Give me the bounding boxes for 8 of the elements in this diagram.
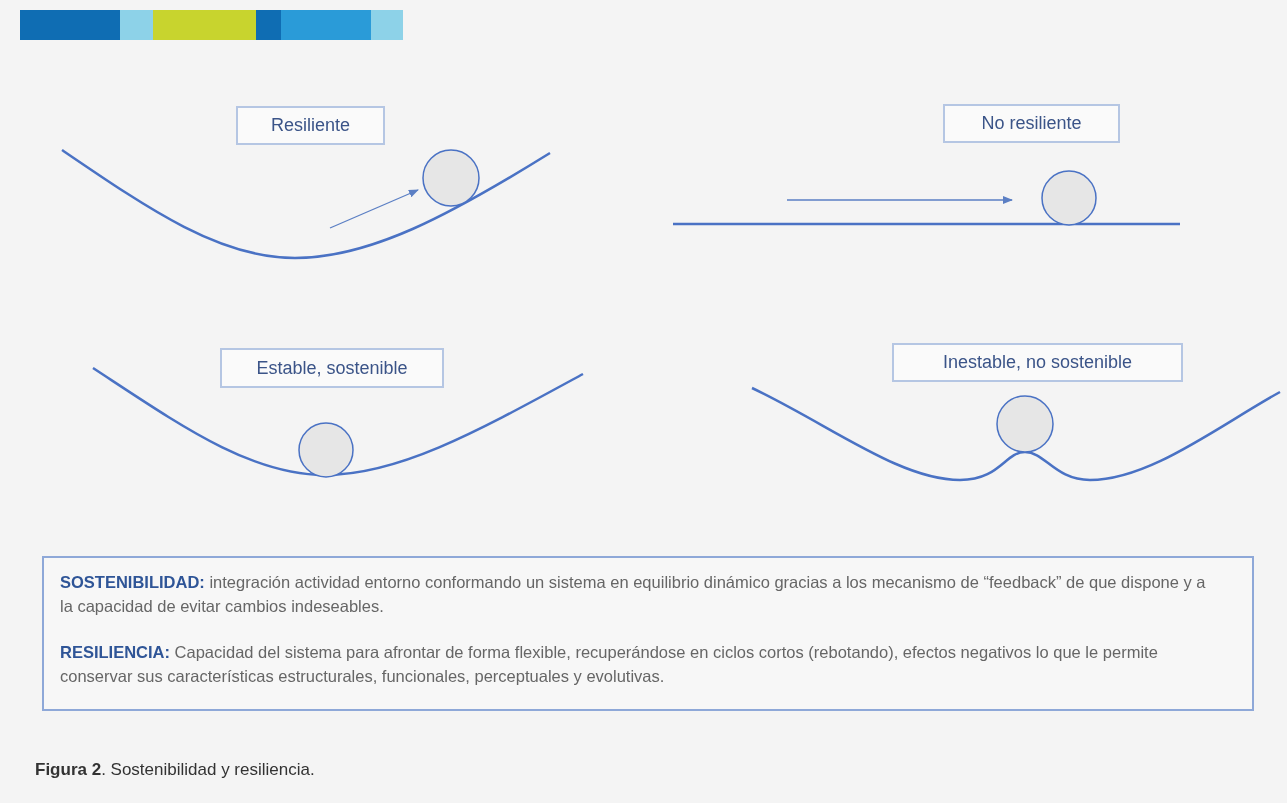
- label-box: Estable, sostenible: [220, 348, 444, 388]
- label-box: Inestable, no sostenible: [892, 343, 1183, 382]
- label-box: Resiliente: [236, 106, 385, 145]
- label-box: No resiliente: [943, 104, 1120, 143]
- definition-text: SOSTENIBILIDAD: integración actividad entorno conformando un sistema en equilibrio dinámico gracias a los mecanismo de “feedback” de que dispone y a la capacidad de evitar cambios indeseables.: [60, 572, 1207, 617]
- figure-caption: Figura 2. Sostenibilidad y resiliencia.: [35, 760, 315, 780]
- definition-box: [42, 556, 1254, 711]
- definition-text: RESILIENCIA: Capacidad del sistema para afrontar de forma flexible, recuperándose en ciclos cortos (rebotando), efectos negativos lo que le permite conservar sus características estructurales, funcionales, perceptuales y evolutivas.: [60, 642, 1159, 687]
